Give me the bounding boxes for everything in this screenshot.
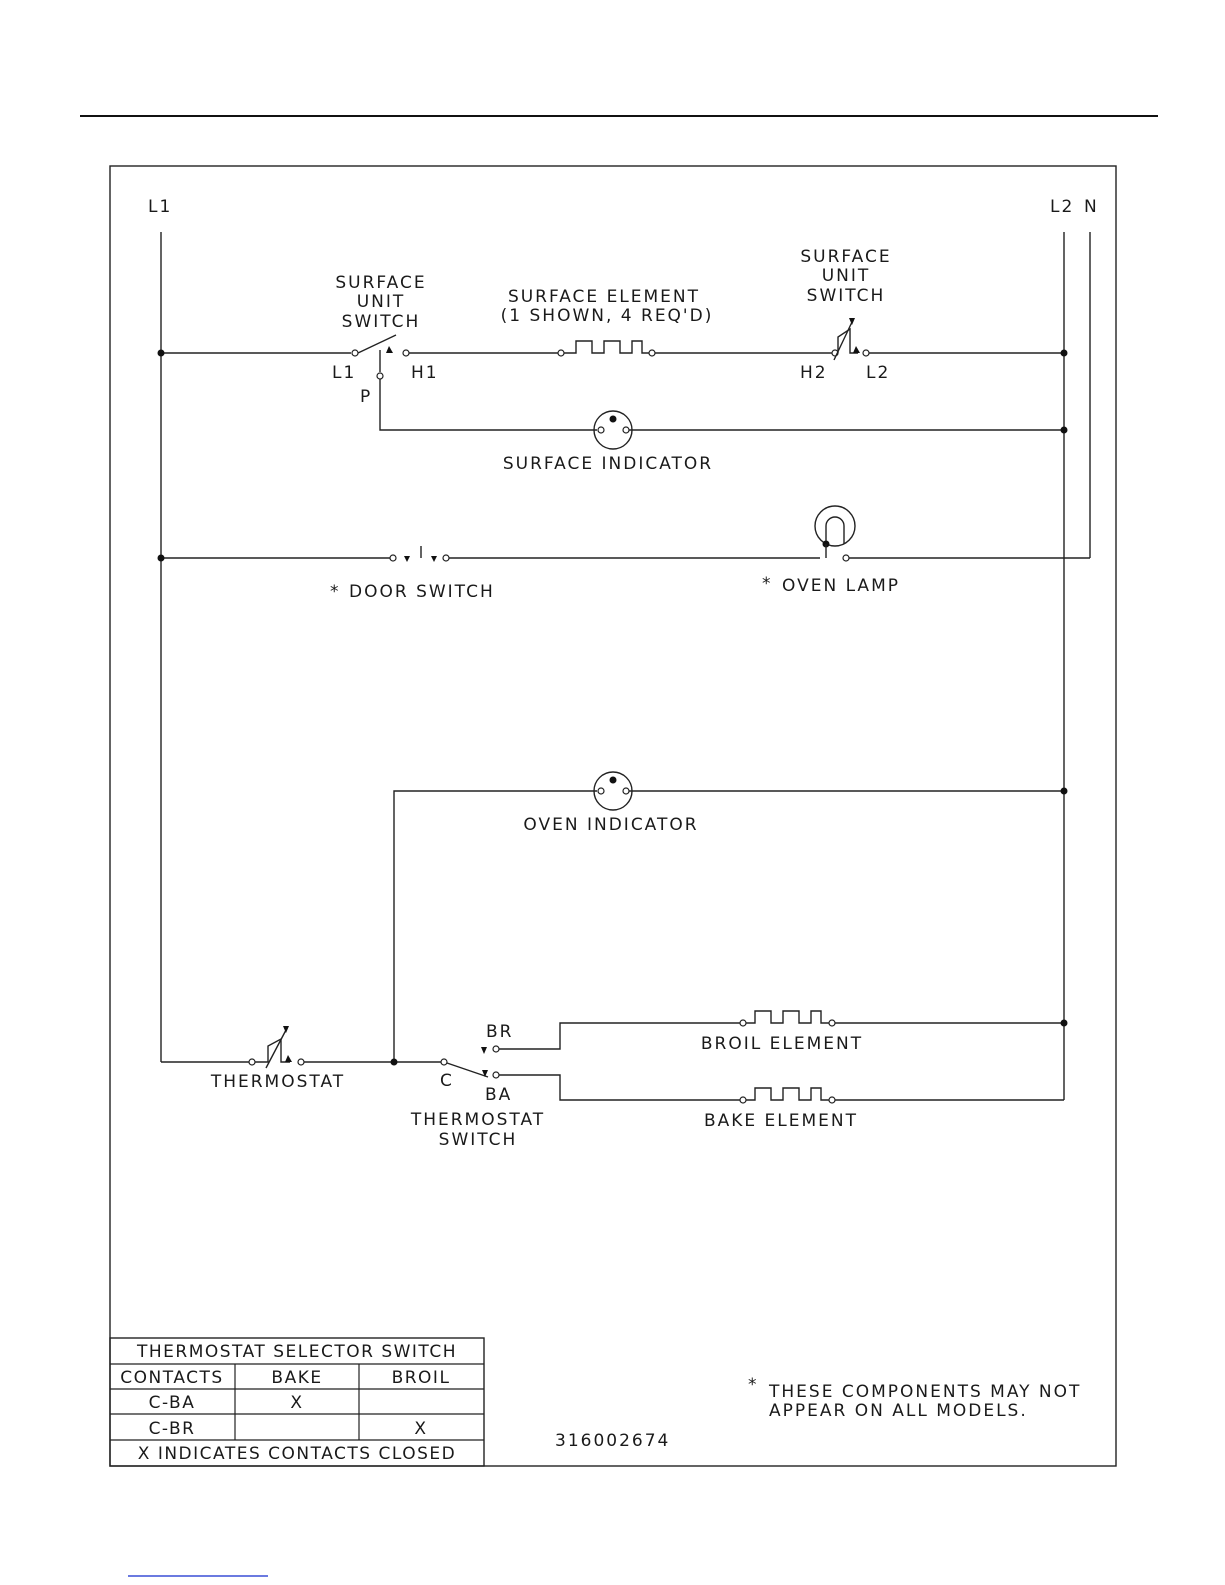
footnote-star: * <box>748 1375 759 1395</box>
broil-element-label: BROIL ELEMENT <box>701 1034 863 1054</box>
oven-lamp-label: OVEN LAMP <box>782 576 900 596</box>
surface-switch-t-p: P <box>360 387 372 407</box>
selector-table-footer: X INDICATES CONTACTS CLOSED <box>138 1444 456 1464</box>
footnote-line-1: THESE COMPONENTS MAY NOT <box>768 1382 1081 1402</box>
door-switch-label: DOOR SWITCH <box>349 582 495 602</box>
surface-switch-right-title-3: SWITCH <box>807 286 886 306</box>
thermostat-switch-title-1: THERMOSTAT <box>410 1110 545 1130</box>
footnote-line-2: APPEAR ON ALL MODELS. <box>769 1401 1028 1421</box>
bake-element: BAKE ELEMENT <box>499 1074 1064 1131</box>
line-l2-label: L2 <box>1050 197 1074 217</box>
diagram-frame <box>109 165 1117 1467</box>
surface-switch-t-l1: L1 <box>332 363 356 383</box>
line-n-label: N <box>1084 197 1099 217</box>
door-switch-star: * <box>330 582 341 602</box>
junction-nodes <box>157 349 1068 1066</box>
thermostat-switch-t-c: C <box>440 1071 454 1091</box>
bake-element-label: BAKE ELEMENT <box>704 1111 858 1131</box>
surface-switch-left-title-3: SWITCH <box>342 312 421 332</box>
selector-table: THERMOSTAT SELECTOR SWITCH CONTACTS BAKE… <box>109 1337 485 1467</box>
thermostat-switch-title-2: SWITCH <box>439 1130 518 1150</box>
surface-indicator: SURFACE INDICATOR <box>379 379 1064 474</box>
selector-table-row2-contacts: C-BR <box>149 1419 196 1439</box>
line-l1-label: L1 <box>148 197 172 217</box>
selector-table-row1-contacts: C-BA <box>149 1393 196 1413</box>
surface-switch-left-title-1: SURFACE <box>335 273 426 293</box>
thermostat-switch-t-ba: BA <box>485 1085 512 1105</box>
oven-lamp-star: * <box>762 574 773 594</box>
surface-switch-t-h1: H1 <box>411 363 439 383</box>
part-number: 316002674 <box>555 1431 670 1451</box>
surface-element-title: SURFACE ELEMENT <box>508 287 700 307</box>
thermostat-label: THERMOSTAT <box>210 1072 345 1092</box>
surface-indicator-label: SURFACE INDICATOR <box>503 454 713 474</box>
selector-table-row1-bake: X <box>290 1393 303 1413</box>
thermostat-switch-t-br: BR <box>486 1022 513 1042</box>
selector-table-row2-broil: X <box>414 1419 427 1439</box>
selector-table-header-bake: BAKE <box>271 1368 322 1388</box>
surface-switch-t-h2: H2 <box>800 363 828 383</box>
surface-switch-right-title-2: UNIT <box>822 266 871 286</box>
door-switch: * DOOR SWITCH <box>161 546 820 602</box>
oven-lamp: * OVEN LAMP <box>762 505 1090 596</box>
broil-element: BROIL ELEMENT <box>499 1010 1064 1054</box>
surface-switch-t-l2: L2 <box>866 363 890 383</box>
oven-indicator-label: OVEN INDICATOR <box>523 815 698 835</box>
surface-element-note: (1 SHOWN, 4 REQ'D) <box>501 306 714 326</box>
thermostat: THERMOSTAT <box>161 1026 441 1092</box>
selector-table-header-contacts: CONTACTS <box>120 1368 223 1388</box>
oven-indicator: OVEN INDICATOR <box>393 771 1064 1062</box>
selector-table-header-broil: BROIL <box>392 1368 451 1388</box>
selector-table-title: THERMOSTAT SELECTOR SWITCH <box>136 1342 457 1362</box>
surface-switch-left-title-2: UNIT <box>357 292 406 312</box>
surface-element: SURFACE ELEMENT (1 SHOWN, 4 REQ'D) <box>409 287 832 357</box>
surface-unit-switch-right: SURFACE UNIT SWITCH H2 L2 <box>800 247 1064 383</box>
surface-switch-right-title-1: SURFACE <box>800 247 891 267</box>
surface-unit-switch-left: SURFACE UNIT SWITCH L1 H1 P <box>161 273 439 407</box>
thermostat-switch: BR C BA THERMOSTAT SWITCH <box>410 1022 545 1150</box>
